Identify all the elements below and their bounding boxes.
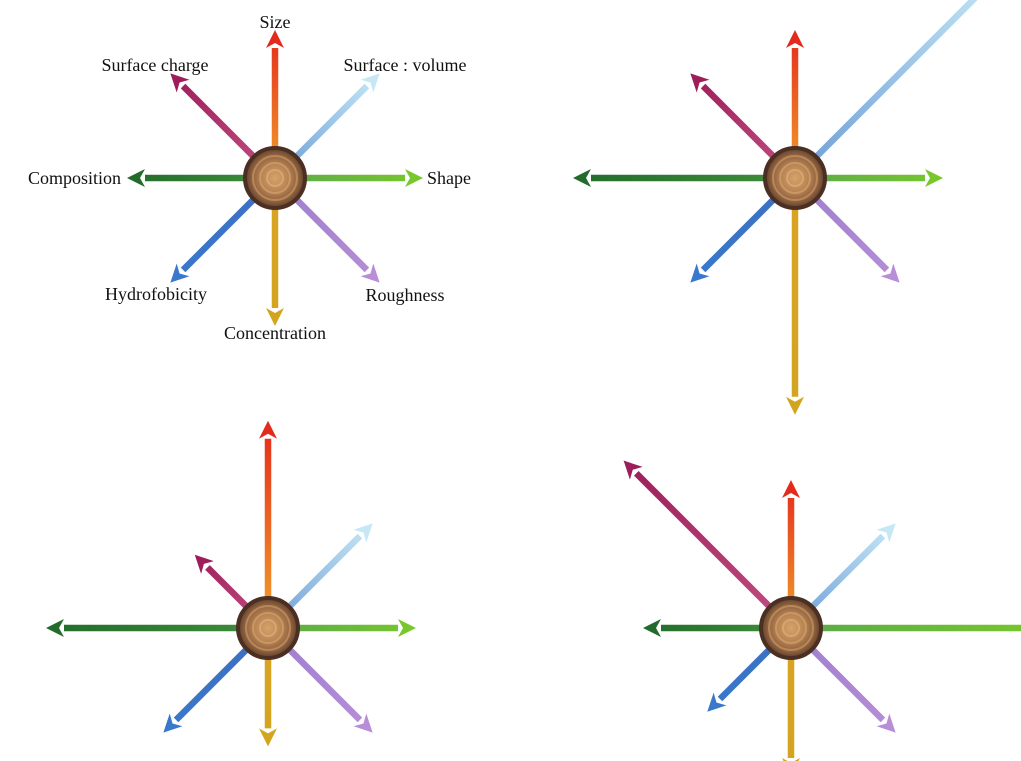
label-composition: Composition [28, 168, 121, 188]
panel-bottom-right [623, 460, 1021, 761]
label-size: Size [260, 12, 291, 32]
panel-bottom-left [46, 420, 416, 747]
arrow-composition [573, 169, 795, 187]
label-shape: Shape [427, 168, 471, 188]
label-surface_charge: Surface charge [101, 55, 208, 75]
label-roughness: Roughness [365, 285, 444, 305]
nanoparticle [763, 146, 827, 210]
arrow-shape [791, 624, 1021, 632]
nanoparticle [759, 596, 823, 660]
arrow-surface_charge [623, 460, 794, 631]
nanoparticle [243, 146, 307, 210]
panel-top-right [573, 0, 978, 415]
label-concentration: Concentration [224, 323, 326, 343]
nanoparticle [236, 596, 300, 660]
label-surface_volume: Surface : volume [344, 55, 467, 75]
arrow-surface_volume [792, 0, 978, 181]
arrow-composition [46, 619, 268, 637]
label-hydrofobicity: Hydrofobicity [105, 284, 207, 304]
arrow-concentration [786, 178, 804, 415]
